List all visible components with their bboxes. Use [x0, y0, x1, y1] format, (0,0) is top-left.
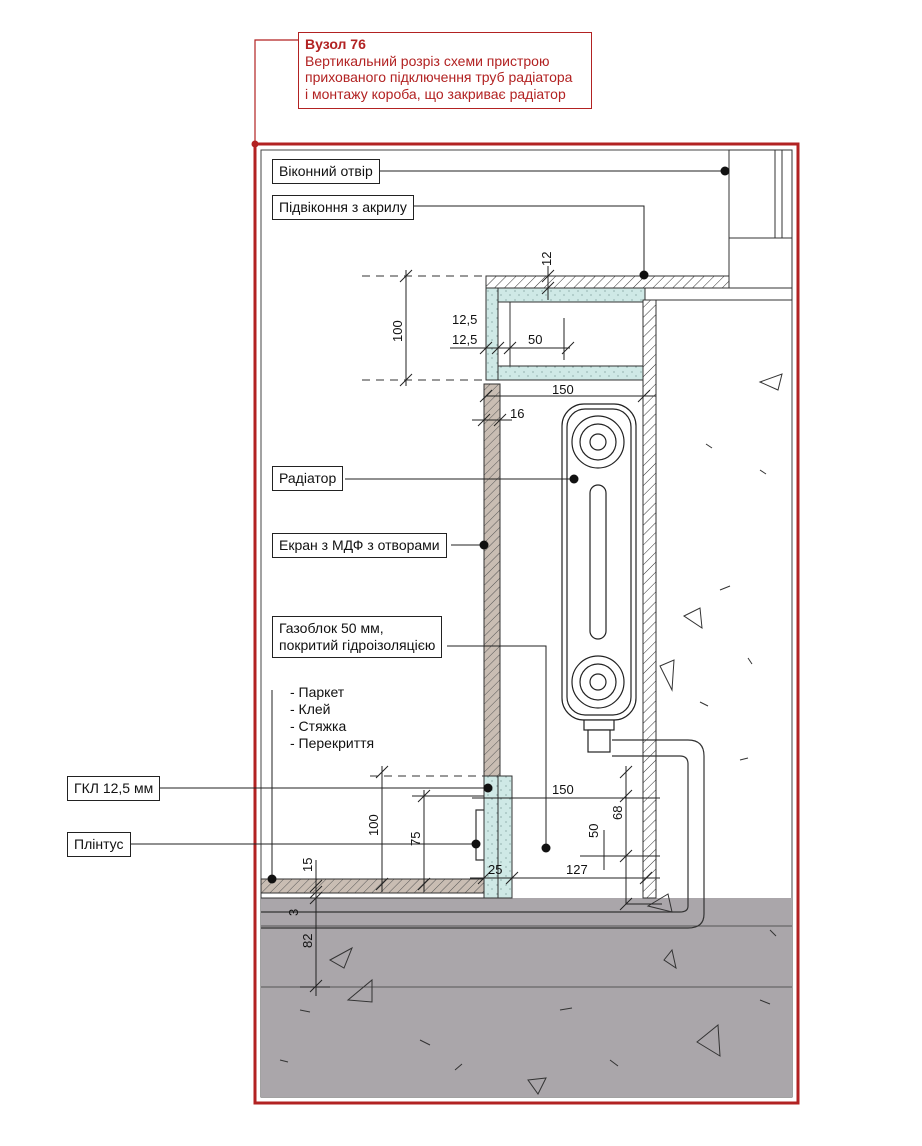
top-insulation: [497, 287, 646, 303]
radiator: [561, 403, 637, 753]
outer-frame: [253, 142, 800, 1105]
dim-25: 25: [488, 862, 502, 877]
dim-12-5-a: 12,5: [452, 312, 477, 327]
label-mdf-screen: Екран з МДФ з отворами: [272, 533, 447, 558]
dim-12: 12: [539, 252, 554, 266]
title-box: Вузол 76 Вертикальний розріз схеми прист…: [298, 32, 592, 109]
floor-layer-glue: - Клей: [290, 701, 331, 717]
floor-layer-parquet: - Паркет: [290, 684, 345, 700]
wall-marks: [646, 373, 783, 913]
dim-3: 3: [286, 909, 301, 916]
label-window-opening: Віконний отвір: [272, 159, 380, 184]
dim-12-5-b: 12,5: [452, 332, 477, 347]
title-line-1: Вертикальний розріз схеми пристрою: [305, 52, 550, 69]
aerated-block-line-1: Газоблок 50 мм,: [279, 620, 384, 636]
dim-100-top: 100: [390, 320, 405, 342]
dim-16: 16: [510, 406, 524, 421]
label-gkl: ГКЛ 12,5 мм: [67, 776, 161, 801]
floor-layer-screed: - Стяжка: [290, 718, 347, 734]
floor-layer-slab: - Перекриття: [290, 735, 375, 751]
top-insulation-bottom: [497, 365, 646, 381]
floor-layers-list: - Паркет - Клей - Стяжка - Перекриття: [290, 684, 374, 752]
dim-150-top: 150: [552, 382, 574, 397]
label-plinth: Плінтус: [67, 832, 131, 857]
dim-150-bottom: 150: [552, 782, 574, 797]
concrete-marks: [279, 929, 777, 1095]
window-opening: [728, 149, 793, 289]
dim-100-bottom: 100: [366, 814, 381, 836]
plinth-profile: [475, 809, 484, 861]
wall-finish: [642, 299, 657, 899]
label-sill: Підвіконня з акрилу: [272, 195, 414, 220]
dim-127: 127: [566, 862, 588, 877]
title-line-2: прихованого підключення труб радіатора: [305, 69, 573, 85]
mdf-screen: [483, 383, 501, 777]
label-radiator: Радіатор: [272, 466, 344, 491]
floor-slab: [261, 898, 792, 1097]
label-aerated-block: Газоблок 50 мм, покритий гідроізоляцією: [272, 616, 443, 658]
dim-15: 15: [300, 858, 315, 872]
title-line-3: і монтажу короба, що закриває радіатор: [305, 85, 566, 102]
aerated-block-line-2: покритий гідроізоляцією: [279, 637, 436, 653]
left-insulation-top: [485, 287, 499, 381]
dim-75: 75: [408, 832, 423, 846]
pipe: [261, 739, 705, 929]
dim-50-bottom: 50: [586, 824, 601, 838]
node-title: Вузол 76: [305, 36, 366, 52]
dim-68: 68: [610, 806, 625, 820]
dim-50-top: 50: [528, 332, 542, 347]
dim-82: 82: [300, 934, 315, 948]
parquet: [260, 878, 485, 894]
window-sill: [485, 275, 730, 289]
